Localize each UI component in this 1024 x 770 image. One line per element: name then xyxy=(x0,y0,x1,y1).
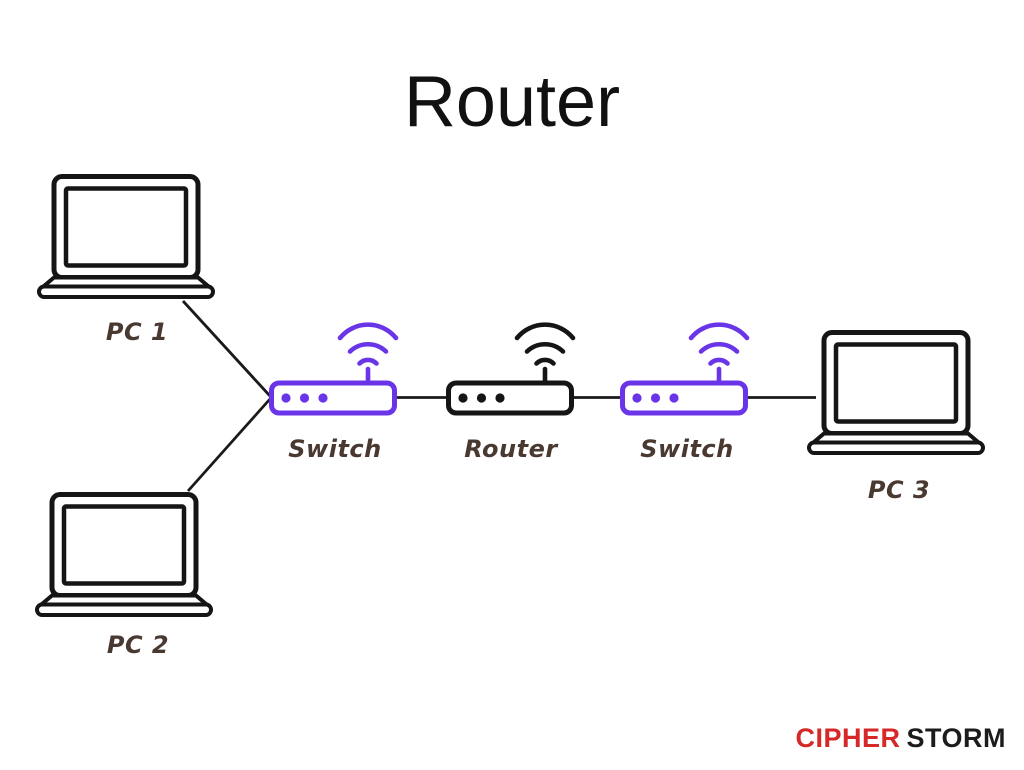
pc2-laptop-icon xyxy=(37,495,211,616)
pc1-laptop-icon xyxy=(39,177,213,298)
switch1-label: Switch xyxy=(288,435,382,463)
link-pc1-switch1 xyxy=(181,300,272,397)
logo-cipher-text: CIPHER xyxy=(795,723,901,753)
switch2-icon xyxy=(623,325,748,413)
pc3-laptop-icon xyxy=(809,333,983,454)
pc3-label: PC 3 xyxy=(867,476,931,504)
router-label: Router xyxy=(464,435,558,463)
logo-storm-text: STORM xyxy=(906,723,1006,753)
switch1-icon xyxy=(272,325,397,413)
page-title: Router xyxy=(403,62,621,142)
switch2-label: Switch xyxy=(640,435,734,463)
pc1-label: PC 1 xyxy=(105,318,169,346)
router-icon xyxy=(449,325,574,413)
link-pc2-switch1 xyxy=(186,398,272,492)
pc2-label: PC 2 xyxy=(106,631,170,659)
